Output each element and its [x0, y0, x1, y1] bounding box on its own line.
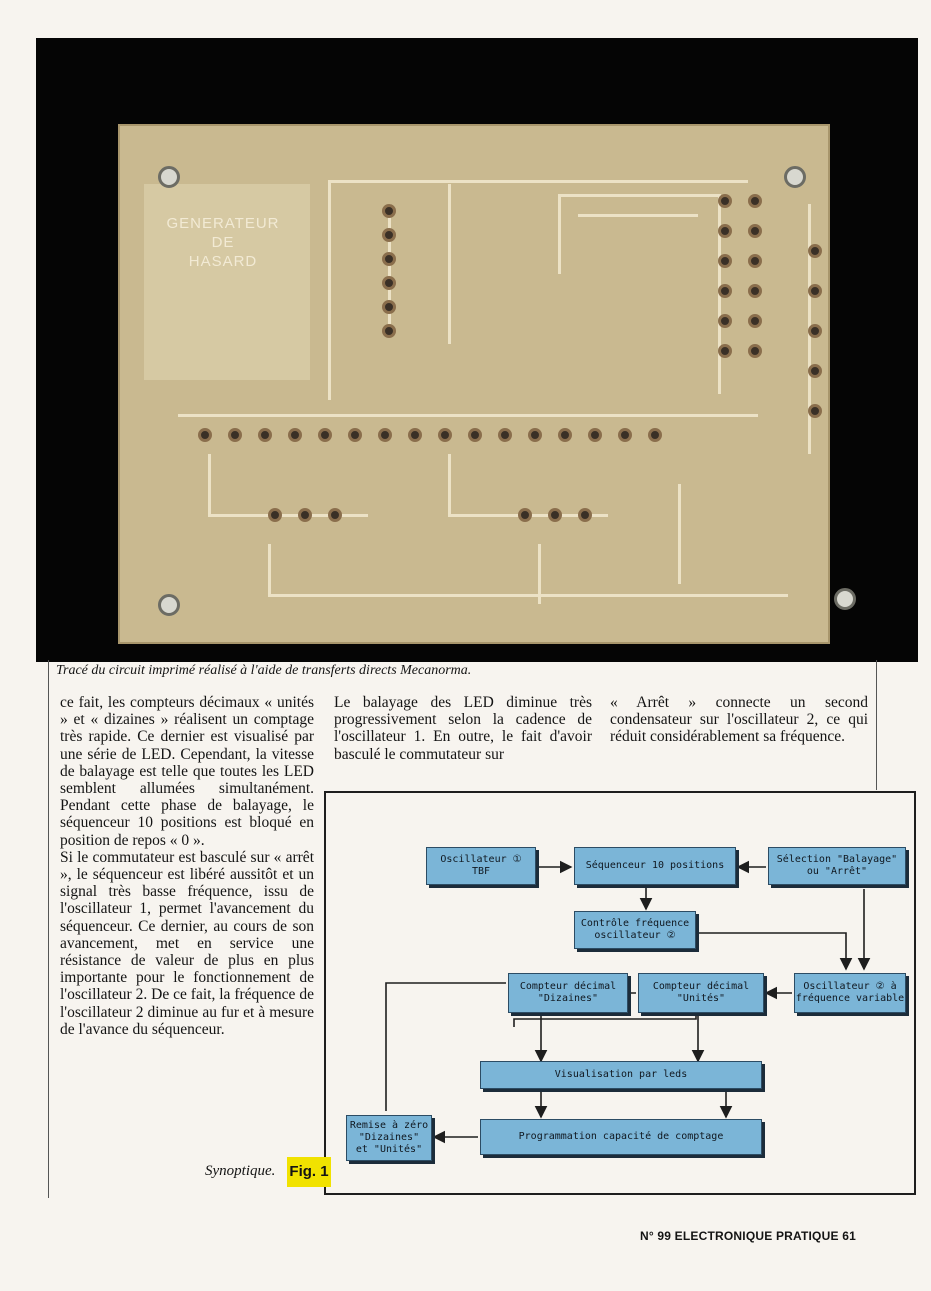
- block-line: Compteur décimal: [652, 981, 750, 992]
- block-line: Contrôle fréquence: [580, 918, 690, 929]
- block-line: Oscillateur ② à: [803, 981, 897, 992]
- block-line: fréquence variable: [795, 993, 905, 1004]
- printed-circuit-board: GENERATEUR DE HASARD: [118, 124, 856, 644]
- paragraph: Si le commutateur est basculé sur « arrê…: [60, 848, 314, 1038]
- figure-label: Fig. 1: [287, 1157, 331, 1187]
- pcb-label-line: DE: [211, 234, 235, 251]
- page-footer: N° 99 ELECTRONIQUE PRATIQUE 61: [640, 1229, 856, 1243]
- paragraph: « Arrêt » connecte un second condensateu…: [610, 694, 868, 746]
- screw-icon: [158, 166, 180, 188]
- block-compteur-dizaines: Compteur décimal "Dizaines": [508, 973, 628, 1013]
- column-3: « Arrêt » connecte un second condensateu…: [610, 694, 868, 746]
- block-selection: Sélection "Balayage" ou "Arrêt": [768, 847, 906, 885]
- block-line: "Dizaines": [537, 993, 599, 1004]
- block-line: Compteur décimal: [519, 981, 617, 992]
- block-line: Séquenceur 10 positions: [585, 860, 725, 871]
- block-visualisation: Visualisation par leds: [480, 1061, 762, 1089]
- pcb-photo: GENERATEUR DE HASARD: [36, 38, 918, 662]
- block-remise-zero: Remise à zéro "Dizaines" et "Unités": [346, 1115, 432, 1161]
- synoptic-diagram: Oscillateur ① TBF Séquenceur 10 position…: [324, 791, 916, 1195]
- column-2: Le balayage des LED diminue très progres…: [334, 694, 592, 763]
- column-rule: [876, 660, 877, 790]
- block-line: "Dizaines": [358, 1132, 420, 1143]
- diagram-caption: Synoptique.: [205, 1163, 276, 1179]
- block-line: et "Unités": [355, 1144, 423, 1155]
- screw-icon: [834, 588, 856, 610]
- paragraph: ce fait, les compteurs décimaux « unités…: [60, 694, 314, 849]
- block-oscillateur-tbf: Oscillateur ① TBF: [426, 847, 536, 885]
- photo-caption: Tracé du circuit imprimé réalisé à l'aid…: [56, 663, 472, 678]
- pcb-label: GENERATEUR DE HASARD: [148, 214, 298, 271]
- block-line: Remise à zéro: [349, 1120, 429, 1131]
- block-controle-frequence: Contrôle fréquence oscillateur ②: [574, 911, 696, 949]
- pcb-label-line: GENERATEUR: [166, 215, 280, 232]
- block-sequenceur: Séquenceur 10 positions: [574, 847, 736, 885]
- block-programmation: Programmation capacité de comptage: [480, 1119, 762, 1155]
- block-line: Oscillateur ①: [440, 854, 522, 865]
- diagram-connectors: [385, 860, 871, 1144]
- pcb-label-line: HASARD: [188, 253, 258, 270]
- block-line: TBF: [471, 866, 491, 877]
- paragraph: Le balayage des LED diminue très progres…: [334, 694, 592, 763]
- screw-icon: [158, 594, 180, 616]
- block-line: Programmation capacité de comptage: [518, 1131, 724, 1142]
- block-line: Visualisation par leds: [554, 1069, 688, 1080]
- block-line: "Unités": [676, 993, 726, 1004]
- block-line: oscillateur ②: [594, 930, 676, 941]
- block-compteur-unites: Compteur décimal "Unités": [638, 973, 764, 1013]
- pcb-label-area: [144, 184, 310, 380]
- column-1: ce fait, les compteurs décimaux « unités…: [60, 694, 314, 1038]
- block-line: ou "Arrêt": [806, 866, 868, 877]
- block-line: Sélection "Balayage": [776, 854, 898, 865]
- column-rule: [48, 660, 49, 1198]
- screw-icon: [784, 166, 806, 188]
- block-oscillateur-variable: Oscillateur ② à fréquence variable: [794, 973, 906, 1013]
